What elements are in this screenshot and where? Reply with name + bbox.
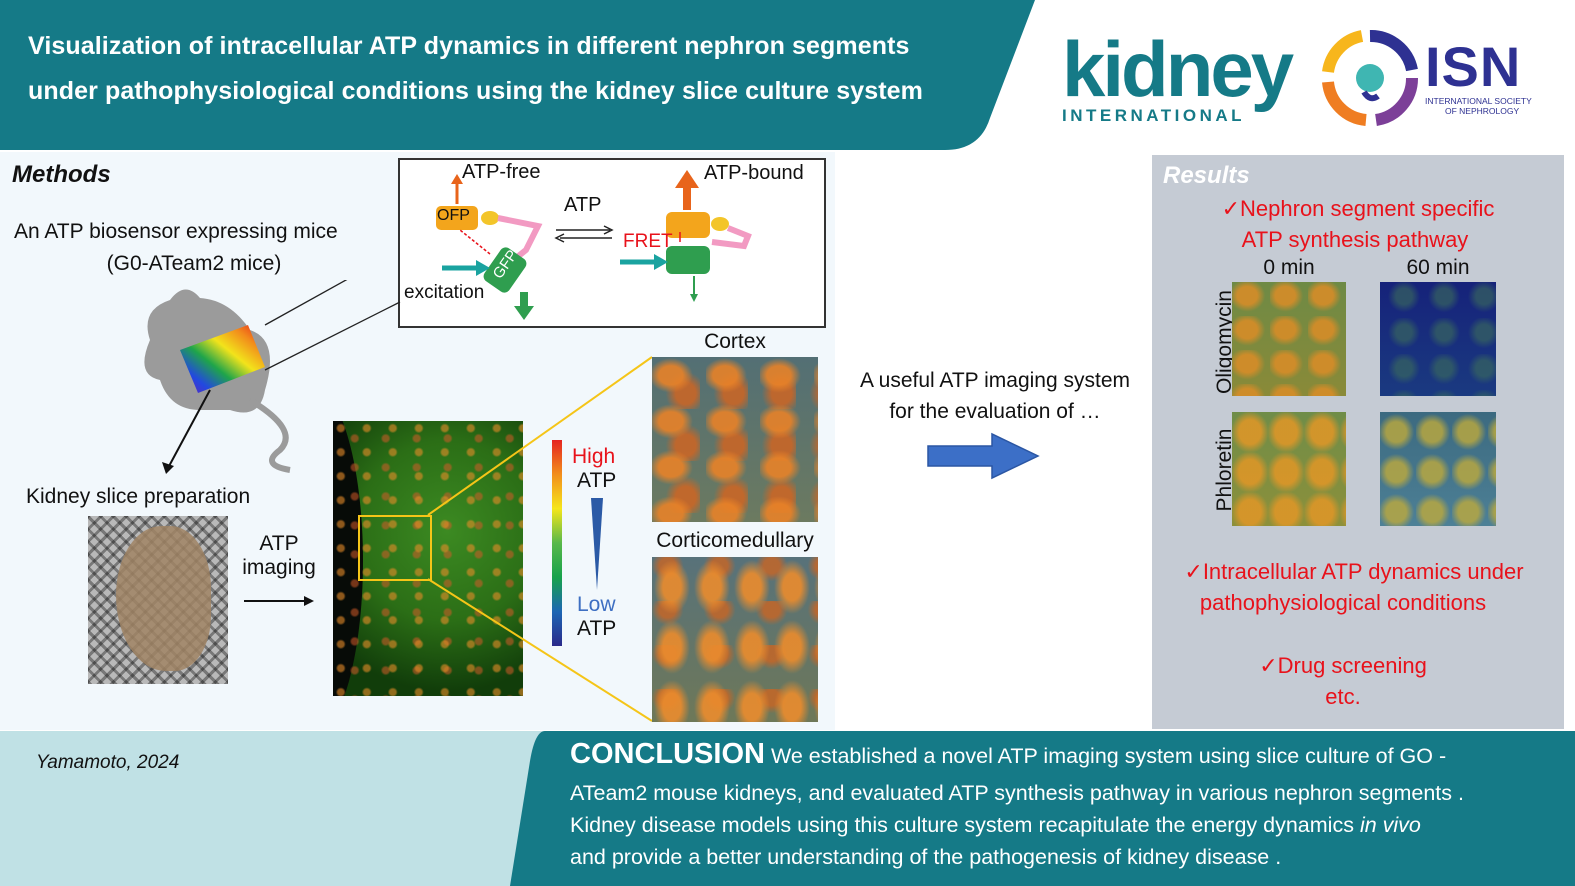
atp-free-label: ATP-free: [462, 161, 541, 183]
result-item-1-line-2: ATP synthesis pathway: [1241, 227, 1469, 252]
flow-arrow-icon: [927, 432, 1040, 480]
ofp-label: OFP: [437, 207, 470, 224]
result-item-3-line-1: ✓Drug screening: [1259, 653, 1427, 678]
phloretin-60min-image: [1380, 412, 1496, 526]
excitation-label: excitation: [404, 282, 485, 303]
title-line-1: Visualization of intracellular ATP dynam…: [28, 32, 910, 60]
scale-low-label: Low: [577, 593, 616, 616]
zoom-selection-box: [358, 515, 432, 581]
check-icon: ✓: [1184, 559, 1203, 584]
scale-low-atp-label: ATP: [577, 617, 617, 640]
conclusion-line-4: and provide a better understanding of th…: [570, 845, 1282, 869]
citation: Yamamoto, 2024: [36, 752, 180, 773]
check-icon: ✓: [1221, 196, 1241, 221]
atp-bound-label: ATP-bound: [704, 162, 804, 184]
check-icon: ✓: [1259, 653, 1278, 678]
scale-wedge-icon: [591, 498, 603, 590]
imaging-arrow-icon: [244, 596, 314, 606]
kidney-international-logo: kidney INTERNATIONAL: [1062, 25, 1294, 130]
imaging-label-line-1: ATP: [259, 532, 299, 555]
cortex-atp-image: [652, 357, 818, 522]
isn-subtitle-2: OF NEPHROLOGY: [1445, 106, 1520, 116]
zoom-guide-lines: [427, 356, 653, 722]
conclusion-line-3: Kidney disease models using this culture…: [570, 813, 1421, 837]
kidney-slice-photo: [88, 516, 228, 684]
title-line-2: under pathophysiological conditions usin…: [28, 77, 923, 105]
mouse-label-line-1: An ATP biosensor expressing mice: [14, 220, 338, 243]
atp-reaction-label: ATP: [564, 194, 602, 216]
slice-preparation-label: Kidney slice preparation: [26, 485, 251, 508]
methods-heading: Methods: [12, 161, 111, 188]
result-item-3-line-2: etc.: [1325, 684, 1361, 709]
column-label-0-min: 0 min: [1263, 256, 1315, 279]
middle-text-line-1: A useful ATP imaging system: [859, 369, 1131, 392]
isn-subtitle-1: INTERNATIONAL SOCIETY: [1425, 96, 1532, 106]
footer-citation-area: [0, 731, 560, 886]
title-banner: [0, 0, 1035, 150]
journal-logo-text: kidney: [1062, 25, 1294, 113]
atp-color-scale: [552, 440, 562, 646]
kidney-atp-image: [333, 421, 523, 696]
oligomycin-60min-image: [1380, 282, 1496, 396]
middle-text-line-2: for the evaluation of …: [889, 400, 1101, 423]
phloretin-0min-image: [1232, 412, 1346, 526]
conclusion-line-1: CONCLUSION We established a novel ATP im…: [570, 738, 1447, 770]
mouse-label-line-2: (G0-ATeam2 mice): [106, 252, 282, 275]
journal-logo-subtext: INTERNATIONAL: [1062, 106, 1246, 125]
imaging-label-line-2: imaging: [242, 556, 316, 579]
corticomedullary-label: Corticomedullary: [656, 529, 814, 552]
result-item-2-line-1: ✓Intracellular ATP dynamics under: [1184, 559, 1524, 584]
result-item-1-line-1: ✓Nephron segment specific: [1221, 196, 1495, 221]
biosensor-diagram: [398, 158, 826, 328]
column-label-60-min: 60 min: [1406, 256, 1470, 279]
isn-logo-text: ISN: [1425, 35, 1522, 98]
mouse-illustration: [144, 280, 401, 474]
conclusion-line-2: ATeam2 mouse kidneys, and evaluated ATP …: [570, 781, 1464, 805]
fret-label: FRET: [623, 231, 673, 252]
result-item-2-line-2: pathophysiological conditions: [1199, 590, 1487, 615]
oligomycin-0min-image: [1232, 282, 1346, 396]
kidney-slice-tissue: [116, 526, 211, 671]
scale-high-label: High: [572, 445, 616, 468]
conclusion-heading: CONCLUSION: [570, 738, 765, 770]
conclusion-banner: [510, 731, 1575, 886]
results-heading: Results: [1163, 162, 1250, 189]
isn-globe-icon: [1322, 30, 1419, 126]
corticomedullary-atp-image: [652, 557, 818, 722]
biosensor-illustration: [436, 170, 752, 320]
scale-high-atp-label: ATP: [577, 469, 617, 492]
cortex-label: Cortex: [704, 330, 766, 353]
